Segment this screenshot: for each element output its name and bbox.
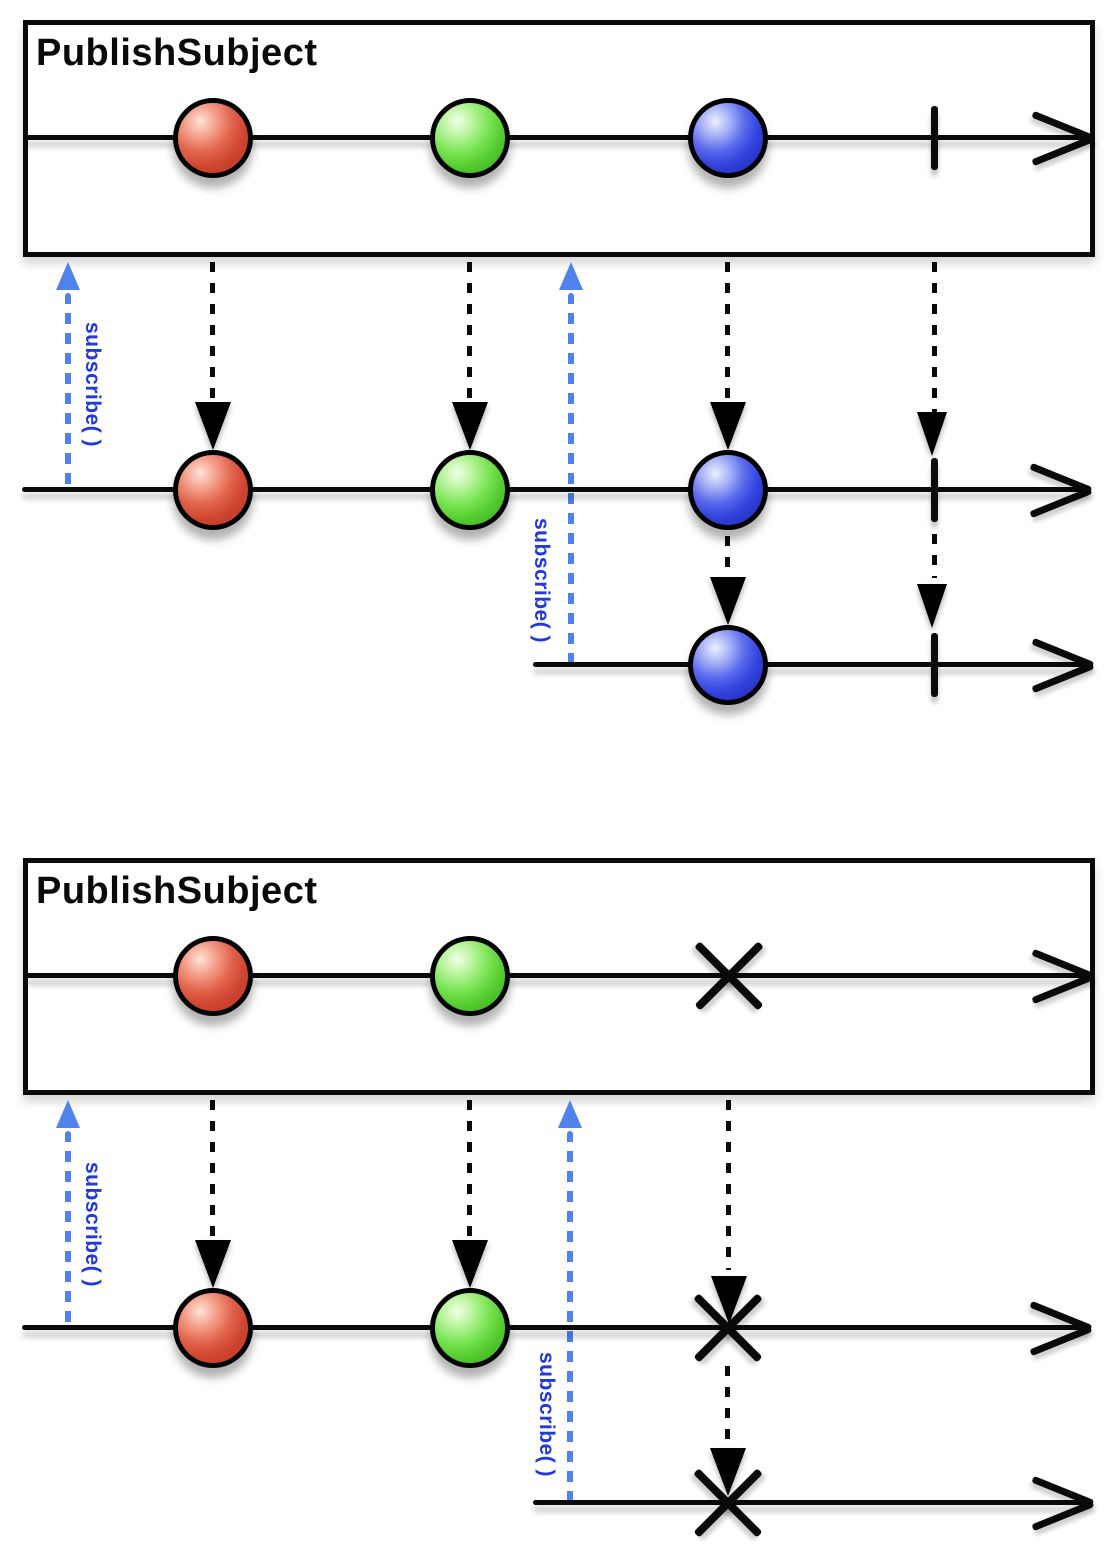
- subscribe-arrow-1: [65, 1131, 71, 1330]
- panel-title: PublishSubject: [36, 32, 318, 74]
- subscribe-arrow-1: [65, 293, 71, 492]
- blue-marble-observer1: [688, 450, 768, 530]
- emission-arrowhead-blue-icon: [710, 402, 746, 450]
- subscribe-arrow-2: [567, 1131, 573, 1507]
- error-x-observer2: [691, 1466, 765, 1540]
- complete-tick-observer2: [931, 633, 938, 697]
- green-marble-observer1: [430, 450, 510, 530]
- emission-dash-red: [210, 262, 215, 400]
- subscribe-label-2: subscribe( ): [530, 518, 553, 644]
- emission-arrowhead-blue-2-icon: [710, 577, 746, 625]
- observer2-timeline: [533, 1500, 1085, 1505]
- emission-arrowhead-green-icon: [452, 402, 488, 450]
- subscribe-arrowhead-2-icon: [558, 1100, 582, 1128]
- emission-dash-green: [467, 1100, 472, 1238]
- emission-dash-red: [210, 1100, 215, 1238]
- emission-dash-complete: [932, 262, 937, 412]
- observer1-timeline: [22, 487, 1086, 492]
- green-marble-source: [430, 936, 510, 1016]
- source-timeline: [25, 135, 1087, 140]
- red-marble-observer1: [173, 1288, 253, 1368]
- subscribe-arrowhead-1-icon: [56, 1100, 80, 1128]
- complete-tick-observer1: [931, 458, 938, 522]
- subscribe-label-1: subscribe( ): [81, 1162, 104, 1288]
- panel-title: PublishSubject: [36, 870, 318, 912]
- observer1-timeline: [22, 1325, 1086, 1330]
- complete-tick-source: [931, 106, 938, 170]
- red-marble-observer1: [173, 450, 253, 530]
- error-x-source: [692, 939, 766, 1013]
- emission-dash-blue: [725, 262, 730, 400]
- subscribe-arrow-2: [568, 293, 574, 668]
- emission-dash-error: [726, 1100, 731, 1270]
- subscribe-arrowhead-2-icon: [559, 262, 583, 290]
- blue-marble-source: [688, 98, 768, 178]
- green-marble-source: [430, 98, 510, 178]
- green-marble-observer1: [430, 1288, 510, 1368]
- source-timeline: [25, 973, 1087, 978]
- emission-dash-green: [467, 262, 472, 400]
- emission-arrowhead-green-icon: [452, 1240, 488, 1288]
- error-x-observer1: [691, 1291, 765, 1365]
- red-marble-source: [173, 936, 253, 1016]
- emission-arrowhead-red-icon: [195, 402, 231, 450]
- emission-dash-complete-2: [932, 534, 937, 578]
- emission-dash-error-2: [725, 1366, 730, 1442]
- emission-dash-blue-2: [725, 536, 730, 576]
- subscribe-arrowhead-1-icon: [56, 262, 80, 290]
- blue-marble-observer2: [688, 625, 768, 705]
- emission-arrowhead-complete-2-icon: [917, 584, 947, 628]
- emission-arrowhead-red-icon: [195, 1240, 231, 1288]
- observer2-timeline: [533, 662, 1085, 667]
- subscribe-label-2: subscribe( ): [535, 1352, 558, 1478]
- emission-arrowhead-complete-icon: [917, 412, 947, 456]
- red-marble-source: [173, 98, 253, 178]
- subscribe-label-1: subscribe( ): [81, 322, 104, 448]
